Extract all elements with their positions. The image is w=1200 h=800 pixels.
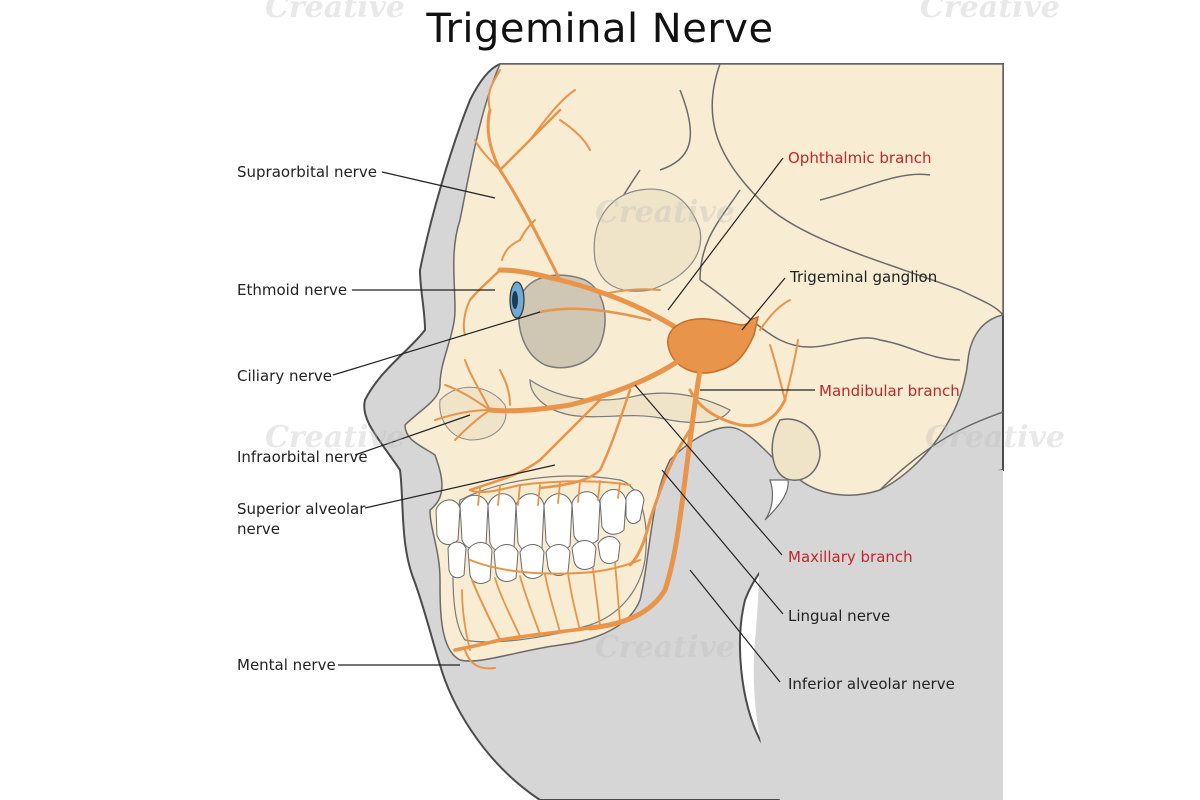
sphenoid-shape [593,188,702,292]
label-ciliary-nerve: Ciliary nerve [237,367,332,385]
pupil [512,291,518,309]
watermark: Creative [920,0,1060,25]
leader-maxillary [634,384,783,556]
mandible [452,475,647,643]
label-ophthalmic-branch: Ophthalmic branch [788,149,932,167]
leader-inferior-alveolar [689,569,781,683]
label-inferior-alveolar-nerve: Inferior alveolar nerve [788,675,955,693]
ear-canal [771,418,821,481]
watermark: Creative [595,195,735,230]
page-title: Trigeminal Nerve [426,6,774,52]
label-ethmoid-nerve: Ethmoid nerve [237,281,348,299]
watermark: Creative [595,630,735,665]
watermark: Creative [925,420,1065,455]
watermark: Creative [265,0,405,25]
upper-teeth [435,489,645,553]
label-trigeminal-ganglion: Trigeminal ganglion [790,268,938,286]
nasal-cavity [439,386,507,441]
leader-superior-alveolar [364,464,556,509]
label-mental-nerve: Mental nerve [237,656,336,674]
zygomatic-arch [529,378,731,424]
leader-lingual [661,469,784,615]
occipital-line [879,411,1004,491]
trigeminal-nerve-network [434,69,799,670]
label-lingual-nerve: Lingual nerve [788,607,891,625]
leader-supraorbital [381,171,496,199]
leader-trigeminal-ganglion [741,277,786,331]
label-infraorbital-nerve: Infraorbital nerve [237,448,368,466]
label-maxillary-branch: Maxillary branch [788,548,913,566]
mandibular-nerve [587,367,703,631]
neck [753,470,1003,800]
leader-infraorbital [354,414,471,456]
label-mandibular-branch: Mandibular branch [819,382,960,400]
ophthalmic-nerve [497,267,683,333]
leader-ophthalmic [667,157,784,311]
leader-lines [332,157,815,683]
mastoid [764,479,789,521]
ciliary-nerve [538,307,652,322]
watermark: Creative [265,420,405,455]
maxillary-nerve [487,357,683,414]
leader-ciliary [332,311,541,376]
label-supraorbital-nerve: Supraorbital nerve [237,163,377,181]
lingual-nerve [628,428,692,567]
label-superior-alveolar-line2: nerve [237,520,281,538]
ethmoid-nerve [468,268,502,302]
label-superior-alveolar-line1: Superior alveolar [237,500,366,518]
